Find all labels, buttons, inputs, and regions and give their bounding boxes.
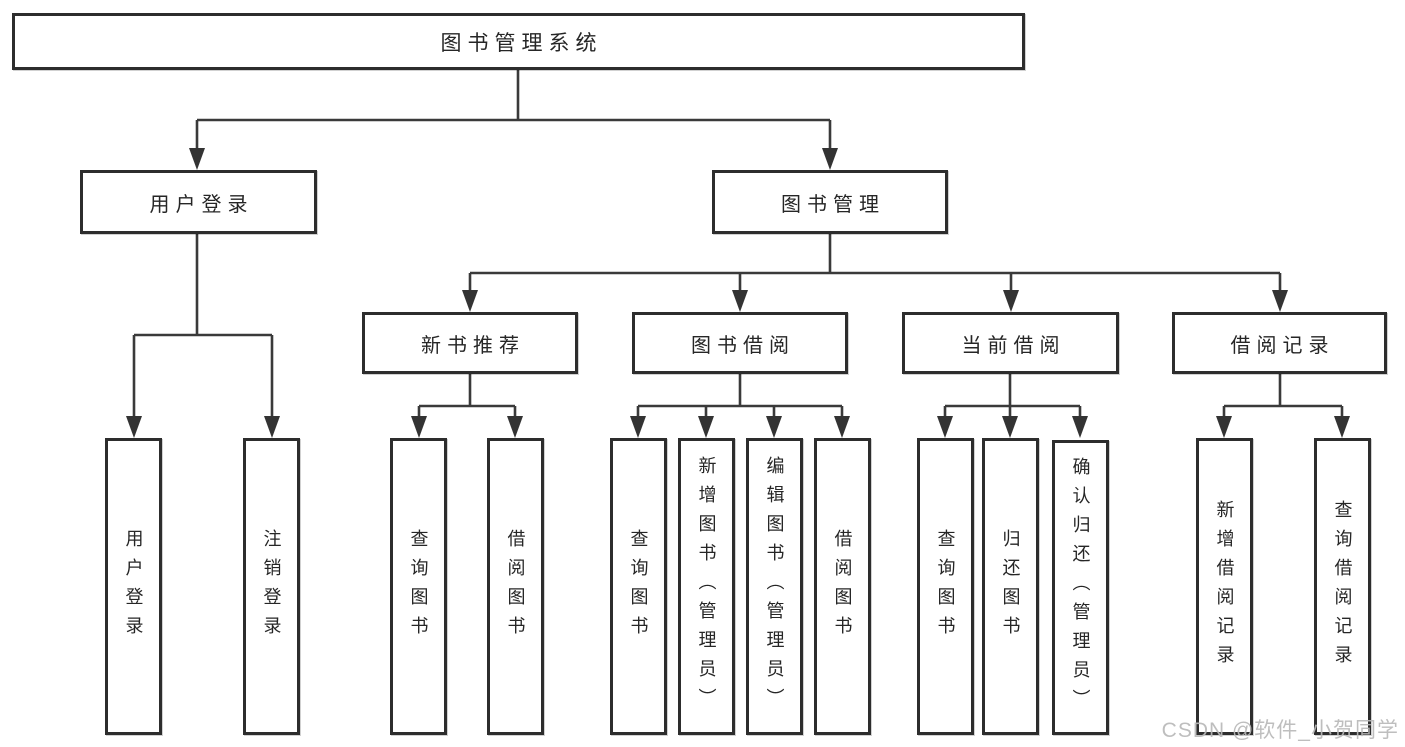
- node-new-book-recommend: 新书推荐: [362, 312, 578, 374]
- leaf-edit-books-admin: 编辑图书（管理员）: [746, 438, 803, 735]
- leaf-borrow-books-label: 借阅图书: [832, 528, 853, 645]
- leaf-confirm-return-admin: 确认归还（管理员）: [1052, 440, 1109, 735]
- node-book-borrow-label: 图书借阅: [691, 334, 795, 357]
- leaf-return-books: 归还图书: [982, 438, 1039, 735]
- leaf-add-borrow-record-label: 新增借阅记录: [1214, 499, 1235, 674]
- node-borrow-records-label: 借阅记录: [1230, 334, 1335, 357]
- arrowhead-icons: [126, 148, 1350, 438]
- leaf-logout: 注销登录: [243, 438, 300, 735]
- node-book-borrow: 图书借阅: [632, 312, 848, 374]
- leaf-recommend-borrow-books-label: 借阅图书: [505, 528, 526, 645]
- leaf-user-login-label: 用户登录: [123, 528, 144, 645]
- leaf-add-books-admin: 新增图书（管理员）: [678, 438, 735, 735]
- tree-edges: [132, 70, 1344, 418]
- watermark: CSDN @软件_小贺同学: [1161, 719, 1399, 742]
- leaf-query-borrow-record-label: 查询借阅记录: [1332, 499, 1353, 674]
- leaf-current-query-books: 查询图书: [917, 438, 974, 735]
- node-root: 图书管理系统: [12, 13, 1025, 70]
- leaf-borrow-query-books: 查询图书: [610, 438, 667, 735]
- node-current-borrow-label: 当前借阅: [961, 334, 1066, 357]
- leaf-borrow-query-books-label: 查询图书: [628, 528, 649, 645]
- leaf-logout-label: 注销登录: [261, 528, 282, 645]
- node-book-management-label: 图书管理: [781, 193, 885, 216]
- leaf-current-query-books-label: 查询图书: [935, 528, 956, 645]
- leaf-borrow-books: 借阅图书: [814, 438, 871, 735]
- leaf-return-books-label: 归还图书: [1000, 528, 1021, 645]
- node-book-management: 图书管理: [712, 170, 948, 234]
- leaf-add-books-admin-label: 新增图书（管理员）: [696, 456, 717, 717]
- node-borrow-records: 借阅记录: [1172, 312, 1387, 374]
- node-user-login-label: 用户登录: [149, 193, 254, 216]
- leaf-confirm-return-admin-label: 确认归还（管理员）: [1070, 457, 1091, 718]
- node-user-login: 用户登录: [80, 170, 317, 234]
- node-current-borrow: 当前借阅: [902, 312, 1119, 374]
- leaf-recommend-query-books-label: 查询图书: [408, 528, 429, 645]
- leaf-user-login: 用户登录: [105, 438, 162, 735]
- node-new-book-recommend-label: 新书推荐: [421, 334, 525, 357]
- leaf-query-borrow-record: 查询借阅记录: [1314, 438, 1371, 735]
- leaf-add-borrow-record: 新增借阅记录: [1196, 438, 1253, 735]
- leaf-edit-books-admin-label: 编辑图书（管理员）: [764, 456, 785, 717]
- leaf-recommend-query-books: 查询图书: [390, 438, 447, 735]
- node-root-label: 图书管理系统: [440, 31, 603, 55]
- leaf-recommend-borrow-books: 借阅图书: [487, 438, 544, 735]
